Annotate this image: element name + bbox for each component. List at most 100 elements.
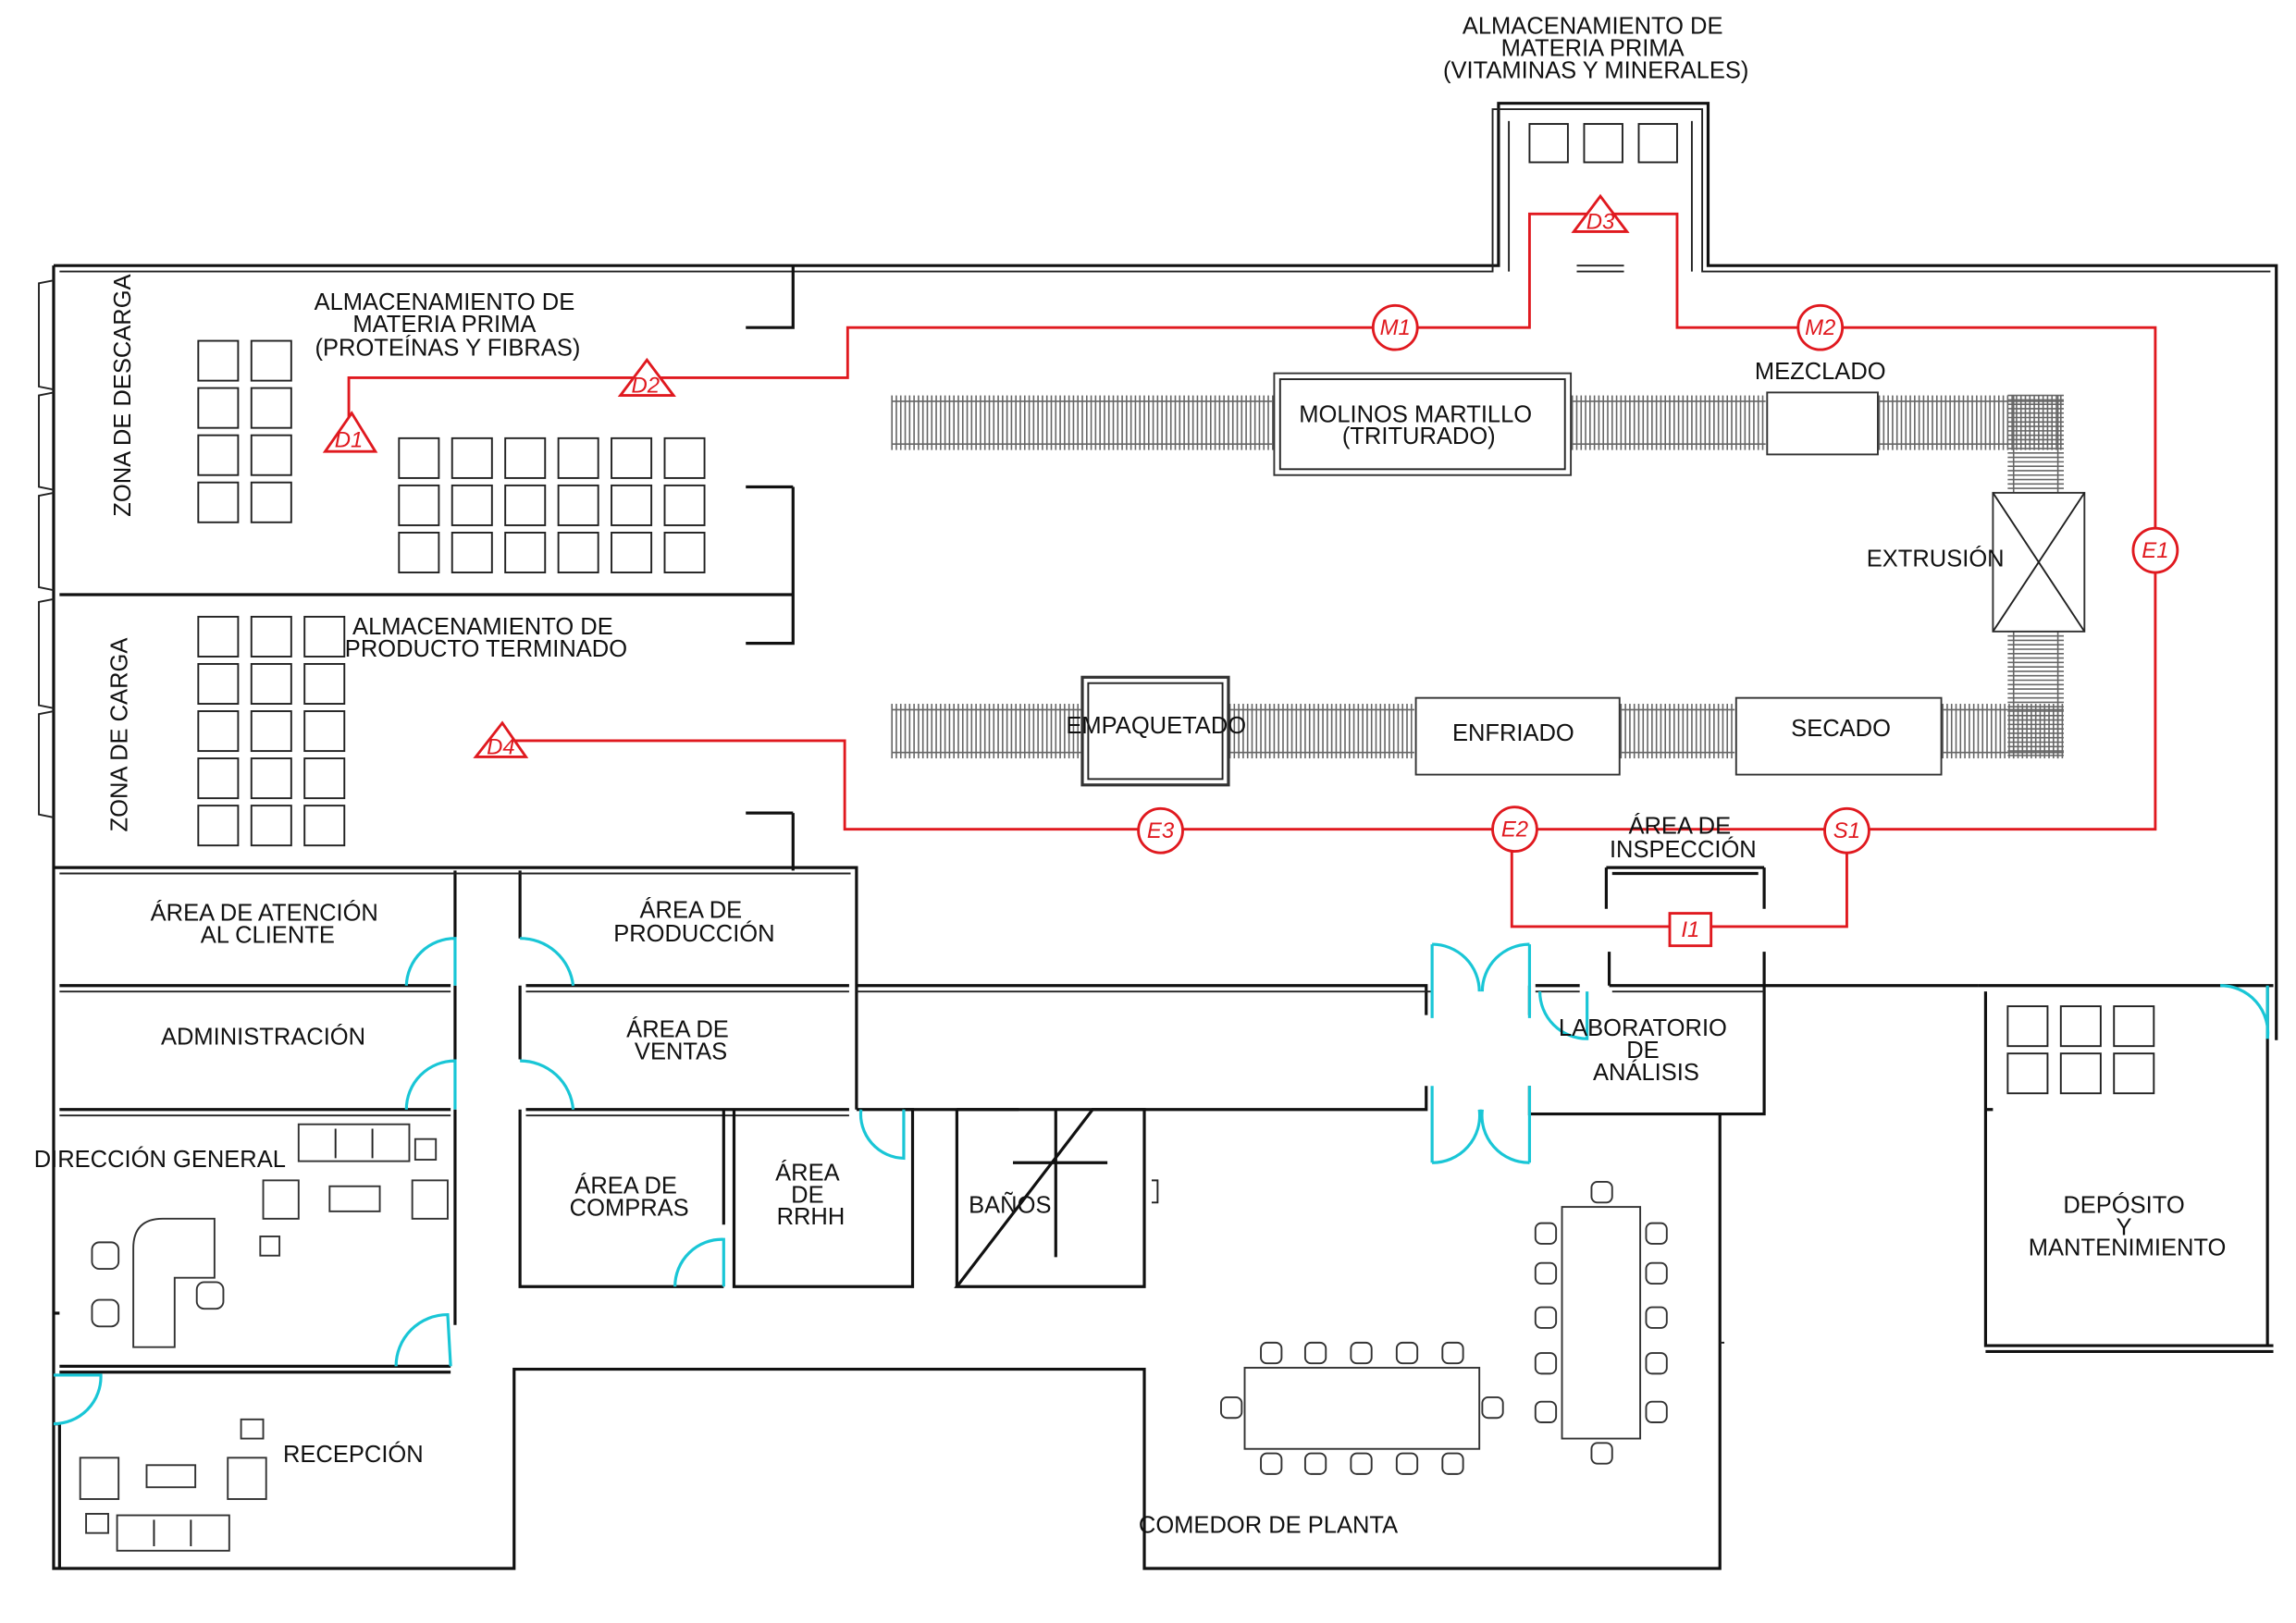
dining-chair <box>1395 1341 1419 1365</box>
furniture <box>79 123 2155 1552</box>
production-line <box>891 372 2086 787</box>
svg-text:D4: D4 <box>487 734 515 759</box>
dining-chair <box>1590 1442 1613 1465</box>
label-almacen-proteinas: ALMACENAMIENTO DE MATERIA PRIMA (PROTEÍN… <box>315 289 582 361</box>
storage-rack <box>250 387 292 429</box>
node-i1: I1 <box>1668 912 1713 948</box>
dining-chair <box>1534 1306 1558 1329</box>
storage-rack <box>663 532 706 573</box>
dining-chair <box>1441 1452 1464 1475</box>
storage-rack <box>250 434 292 476</box>
dining-chair <box>1645 1306 1668 1329</box>
dining-chair <box>1220 1396 1243 1420</box>
storage-rack <box>557 436 599 479</box>
storage-rack <box>197 481 240 523</box>
storage-rack <box>250 805 292 847</box>
molinos-machine <box>1273 372 1573 476</box>
enfriado-machine <box>1414 696 1621 776</box>
label-laboratorio: LABORATORIO DE ANÁLISIS <box>1559 1015 1734 1086</box>
storage-rack <box>2006 1005 2049 1048</box>
storage-rack <box>557 532 599 573</box>
label-almacen-vitaminas: ALMACENAMIENTO DE MATERIA PRIMA (VITAMIN… <box>1443 14 1748 84</box>
svg-text:I1: I1 <box>1681 917 1699 942</box>
storage-rack <box>250 662 292 705</box>
svg-text:S1: S1 <box>1833 818 1860 843</box>
storage-rack <box>197 662 240 705</box>
storage-rack <box>197 710 240 753</box>
storage-rack <box>303 805 346 847</box>
storage-rack <box>2059 1052 2102 1095</box>
label-empaquetado: EMPAQUETADO <box>1066 713 1246 739</box>
storage-rack <box>663 484 706 526</box>
label-produccion: ÁREA DE PRODUCCIÓN <box>613 896 774 947</box>
dining-chair <box>1260 1452 1283 1475</box>
node-e2: E2 <box>1491 805 1538 854</box>
label-comedor: COMEDOR DE PLANTA <box>1139 1513 1398 1539</box>
dining-chair <box>1441 1341 1464 1365</box>
storage-rack <box>197 757 240 800</box>
label-banos: BAÑOS <box>969 1191 1051 1218</box>
storage-rack <box>197 615 240 658</box>
storage-rack <box>611 532 653 573</box>
dining-table-horizontal <box>1243 1367 1481 1450</box>
storage-rack <box>2006 1052 2049 1095</box>
dining-chair <box>1481 1396 1504 1420</box>
storage-rack <box>398 436 440 479</box>
storage-rack <box>451 484 493 526</box>
sofa <box>297 1123 411 1162</box>
storage-rack <box>250 481 292 523</box>
label-rrhh: ÁREA DE RRHH <box>775 1159 846 1230</box>
label-deposito: DEPÓSITO Y MANTENIMIENTO <box>2029 1191 2227 1260</box>
svg-text:M1: M1 <box>1380 315 1411 340</box>
room-labels: ALMACENAMIENTO DE MATERIA PRIMA (VITAMIN… <box>34 14 2227 1539</box>
storage-rack <box>250 757 292 800</box>
svg-text:E1: E1 <box>2142 538 2168 563</box>
storage-rack <box>250 615 292 658</box>
empaquetado-machine <box>1080 675 1230 787</box>
storage-rack <box>557 484 599 526</box>
label-extrusion: EXTRUSIÓN <box>1867 546 2005 572</box>
storage-rack <box>303 710 346 753</box>
dining-chair <box>1645 1261 1668 1285</box>
svg-text:E3: E3 <box>1147 818 1175 843</box>
label-zona-carga: ZONA DE CARGA <box>107 638 133 832</box>
executive-desk <box>132 1217 216 1348</box>
storage-rack <box>611 484 653 526</box>
storage-rack <box>250 710 292 753</box>
storage-rack <box>2113 1005 2155 1048</box>
dining-chair <box>1534 1222 1558 1245</box>
doors <box>53 937 2270 1426</box>
label-direccion: DIRECCIÓN GENERAL <box>34 1146 286 1173</box>
node-e3: E3 <box>1137 806 1184 855</box>
mezclado-machine <box>1766 391 1879 456</box>
dining-chair <box>1303 1341 1327 1365</box>
svg-text:M2: M2 <box>1805 315 1835 340</box>
storage-racks <box>197 339 706 847</box>
node-d1: D1 <box>322 411 378 453</box>
storage-rack <box>197 387 240 429</box>
storage-rack <box>504 484 547 526</box>
storage-rack <box>303 615 346 658</box>
storage-rack <box>2059 1005 2102 1048</box>
svg-text:E2: E2 <box>1501 818 1528 842</box>
svg-text:D2: D2 <box>631 373 660 398</box>
node-m2: M2 <box>1796 303 1845 351</box>
storage-rack <box>303 757 346 800</box>
storage-rack <box>611 436 653 479</box>
svg-text:D3: D3 <box>1586 209 1615 234</box>
storage-rack <box>197 339 240 382</box>
dining-chair <box>1260 1341 1283 1365</box>
dining-chair <box>1645 1400 1668 1423</box>
storage-rack <box>197 434 240 476</box>
label-molinos: MOLINOS MARTILLO (TRITURADO) <box>1299 401 1538 449</box>
label-secado: SECADO <box>1791 716 1891 742</box>
label-zona-descarga: ZONA DE DESCARGA <box>110 274 136 516</box>
svg-text:D1: D1 <box>335 427 364 452</box>
flow-nodes: D1 D2 D3 D4 M1 M2 E1 E2 E3 S1 I1 <box>322 193 2179 948</box>
label-administracion: ADMINISTRACIÓN <box>161 1024 365 1051</box>
storage-rack <box>303 662 346 705</box>
dining-chair <box>1303 1452 1327 1475</box>
label-compras: ÁREA DE COMPRAS <box>570 1173 689 1222</box>
label-recepcion: RECEPCIÓN <box>283 1441 424 1468</box>
